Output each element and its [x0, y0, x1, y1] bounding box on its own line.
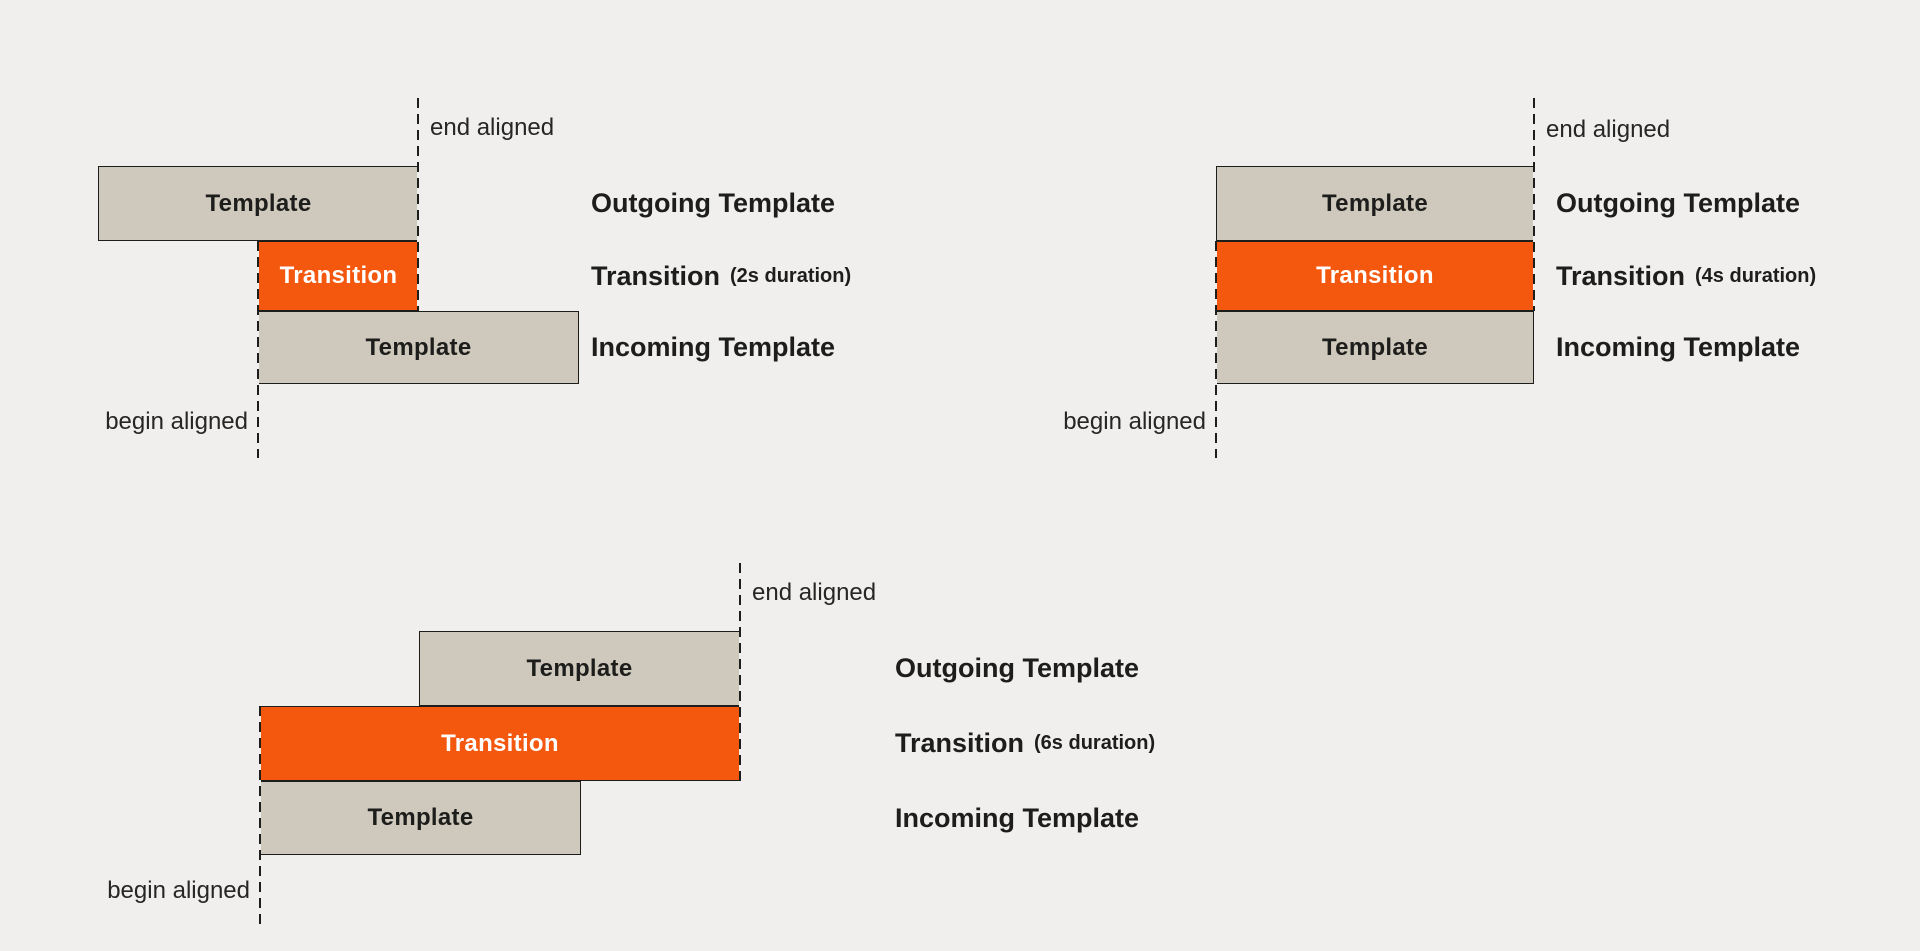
- incoming-template-box-label: Template: [365, 333, 472, 361]
- incoming-template-legend-text: Incoming Template: [591, 332, 836, 362]
- outgoing-template-legend: Outgoing Template: [591, 166, 835, 241]
- incoming-template-box: Template: [260, 781, 581, 855]
- incoming-template-box: Template: [1216, 311, 1534, 384]
- outgoing-template-legend-text: Outgoing Template: [1556, 188, 1800, 218]
- begin-aligned-label: begin aligned: [105, 408, 248, 435]
- end-aligned-label: end aligned: [430, 114, 555, 141]
- begin-aligned-line: [259, 706, 261, 925]
- transition-legend-text: Transition: [1556, 260, 1686, 291]
- transition-legend: Transition (2s duration): [591, 241, 851, 311]
- transition-box: Transition: [258, 241, 419, 311]
- end-aligned-label: end aligned: [752, 579, 877, 606]
- outgoing-template-legend: Outgoing Template: [1556, 166, 1800, 241]
- outgoing-template-legend-text: Outgoing Template: [591, 188, 835, 218]
- transition-duration-text: (6s duration): [1034, 732, 1156, 754]
- begin-aligned-label: begin aligned: [107, 877, 250, 904]
- incoming-template-legend-text: Incoming Template: [1556, 332, 1801, 362]
- transition-legend: Transition (6s duration): [895, 706, 1155, 781]
- end-aligned-line: [1533, 98, 1535, 311]
- transition-duration-text: (4s duration): [1695, 264, 1817, 287]
- outgoing-template-box-label: Template: [1322, 189, 1428, 217]
- transition-box-label: Transition: [441, 729, 559, 757]
- outgoing-template-box: Template: [98, 166, 419, 241]
- transition-box-label: Transition: [279, 262, 398, 289]
- transition-duration-text: (2s duration): [730, 264, 852, 287]
- incoming-template-box: Template: [258, 311, 579, 384]
- transition-box: Transition: [1216, 241, 1534, 311]
- transition-box-label: Transition: [1316, 262, 1434, 289]
- begin-aligned-line: [1215, 241, 1217, 458]
- outgoing-template-legend-text: Outgoing Template: [895, 653, 1139, 683]
- incoming-template-legend: Incoming Template: [591, 311, 835, 384]
- incoming-template-legend-text: Incoming Template: [895, 802, 1140, 833]
- transition-box: Transition: [260, 706, 740, 781]
- outgoing-template-box-label: Template: [526, 654, 633, 682]
- end-aligned-line: [739, 563, 741, 781]
- begin-aligned-line: [257, 241, 259, 458]
- incoming-template-legend: Incoming Template: [1556, 311, 1800, 384]
- incoming-template-box-label: Template: [367, 804, 474, 831]
- transition-legend: Transition (4s duration): [1556, 241, 1816, 311]
- transition-legend-text: Transition: [895, 728, 1025, 758]
- end-aligned-line: [417, 98, 419, 311]
- outgoing-template-box-label: Template: [205, 189, 312, 217]
- begin-aligned-label: begin aligned: [1063, 408, 1206, 435]
- end-aligned-label: end aligned: [1546, 116, 1671, 143]
- outgoing-template-legend: Outgoing Template: [895, 631, 1139, 706]
- incoming-template-box-label: Template: [1322, 333, 1428, 361]
- transition-legend-text: Transition: [591, 260, 721, 291]
- incoming-template-legend: Incoming Template: [895, 781, 1139, 855]
- outgoing-template-box: Template: [419, 631, 740, 706]
- outgoing-template-box: Template: [1216, 166, 1534, 241]
